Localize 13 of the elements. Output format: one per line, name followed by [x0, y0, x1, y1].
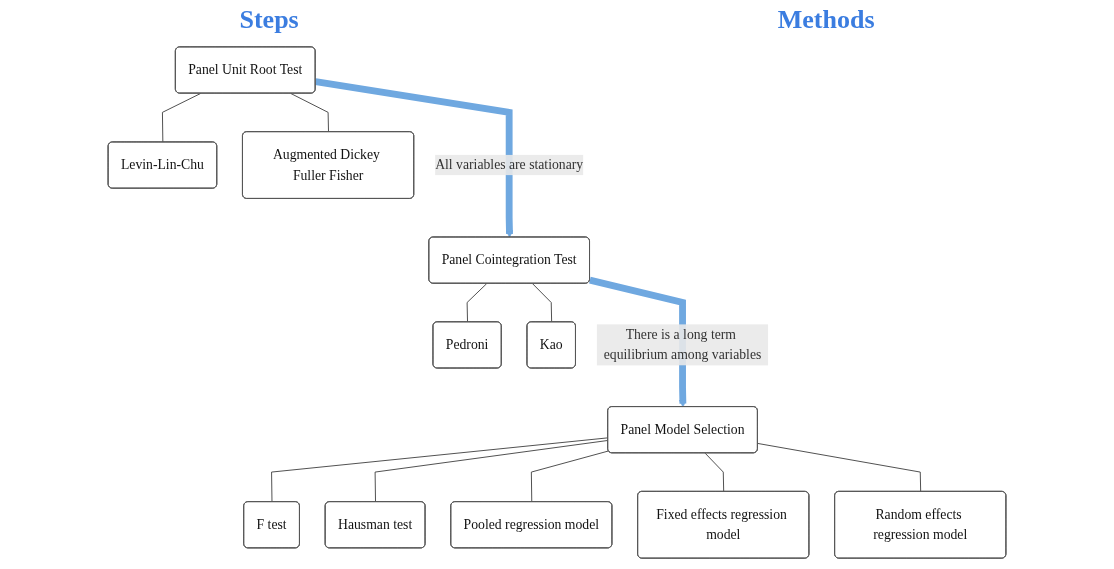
column-heading: Methods: [777, 5, 875, 35]
connector: [530, 450, 609, 503]
connector: [290, 93, 329, 133]
column-heading: Steps: [239, 5, 299, 35]
connector: [466, 283, 488, 323]
edge-label: There is a long term equilibrium among variables: [603, 326, 762, 363]
arrow: [315, 78, 514, 238]
connector: [532, 283, 553, 323]
connector: [374, 440, 609, 503]
connector: [271, 437, 609, 503]
edge-label: All variables are stationary: [435, 157, 584, 172]
connector: [757, 443, 922, 493]
connector: [704, 452, 725, 493]
